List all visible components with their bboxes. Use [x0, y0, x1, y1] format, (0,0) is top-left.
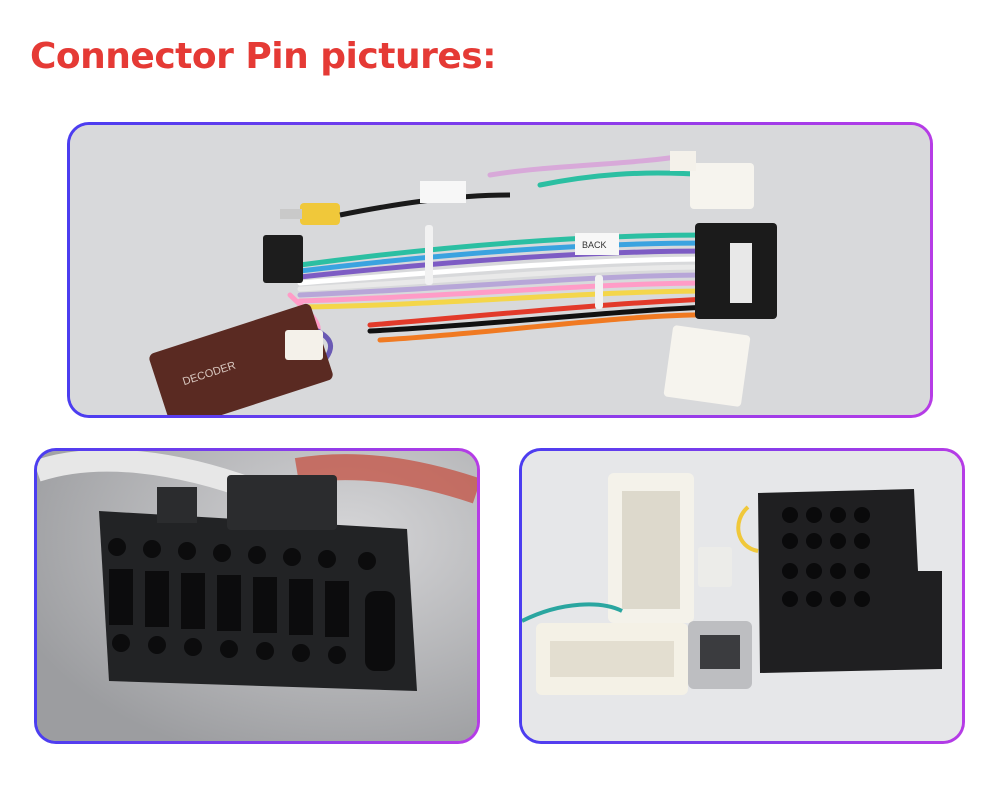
connector-plugs-illustration [522, 451, 962, 741]
wiring-harness-illustration: DECODER BACK [70, 125, 930, 415]
page-title: Connector Pin pictures: [30, 36, 497, 77]
wiring-harness-photo: DECODER BACK [67, 122, 933, 418]
16-pin-connector-closeup-photo [34, 448, 480, 744]
back-label: BACK [582, 240, 607, 250]
connector-closeup-illustration [37, 451, 477, 741]
connector-plugs-photo [519, 448, 965, 744]
